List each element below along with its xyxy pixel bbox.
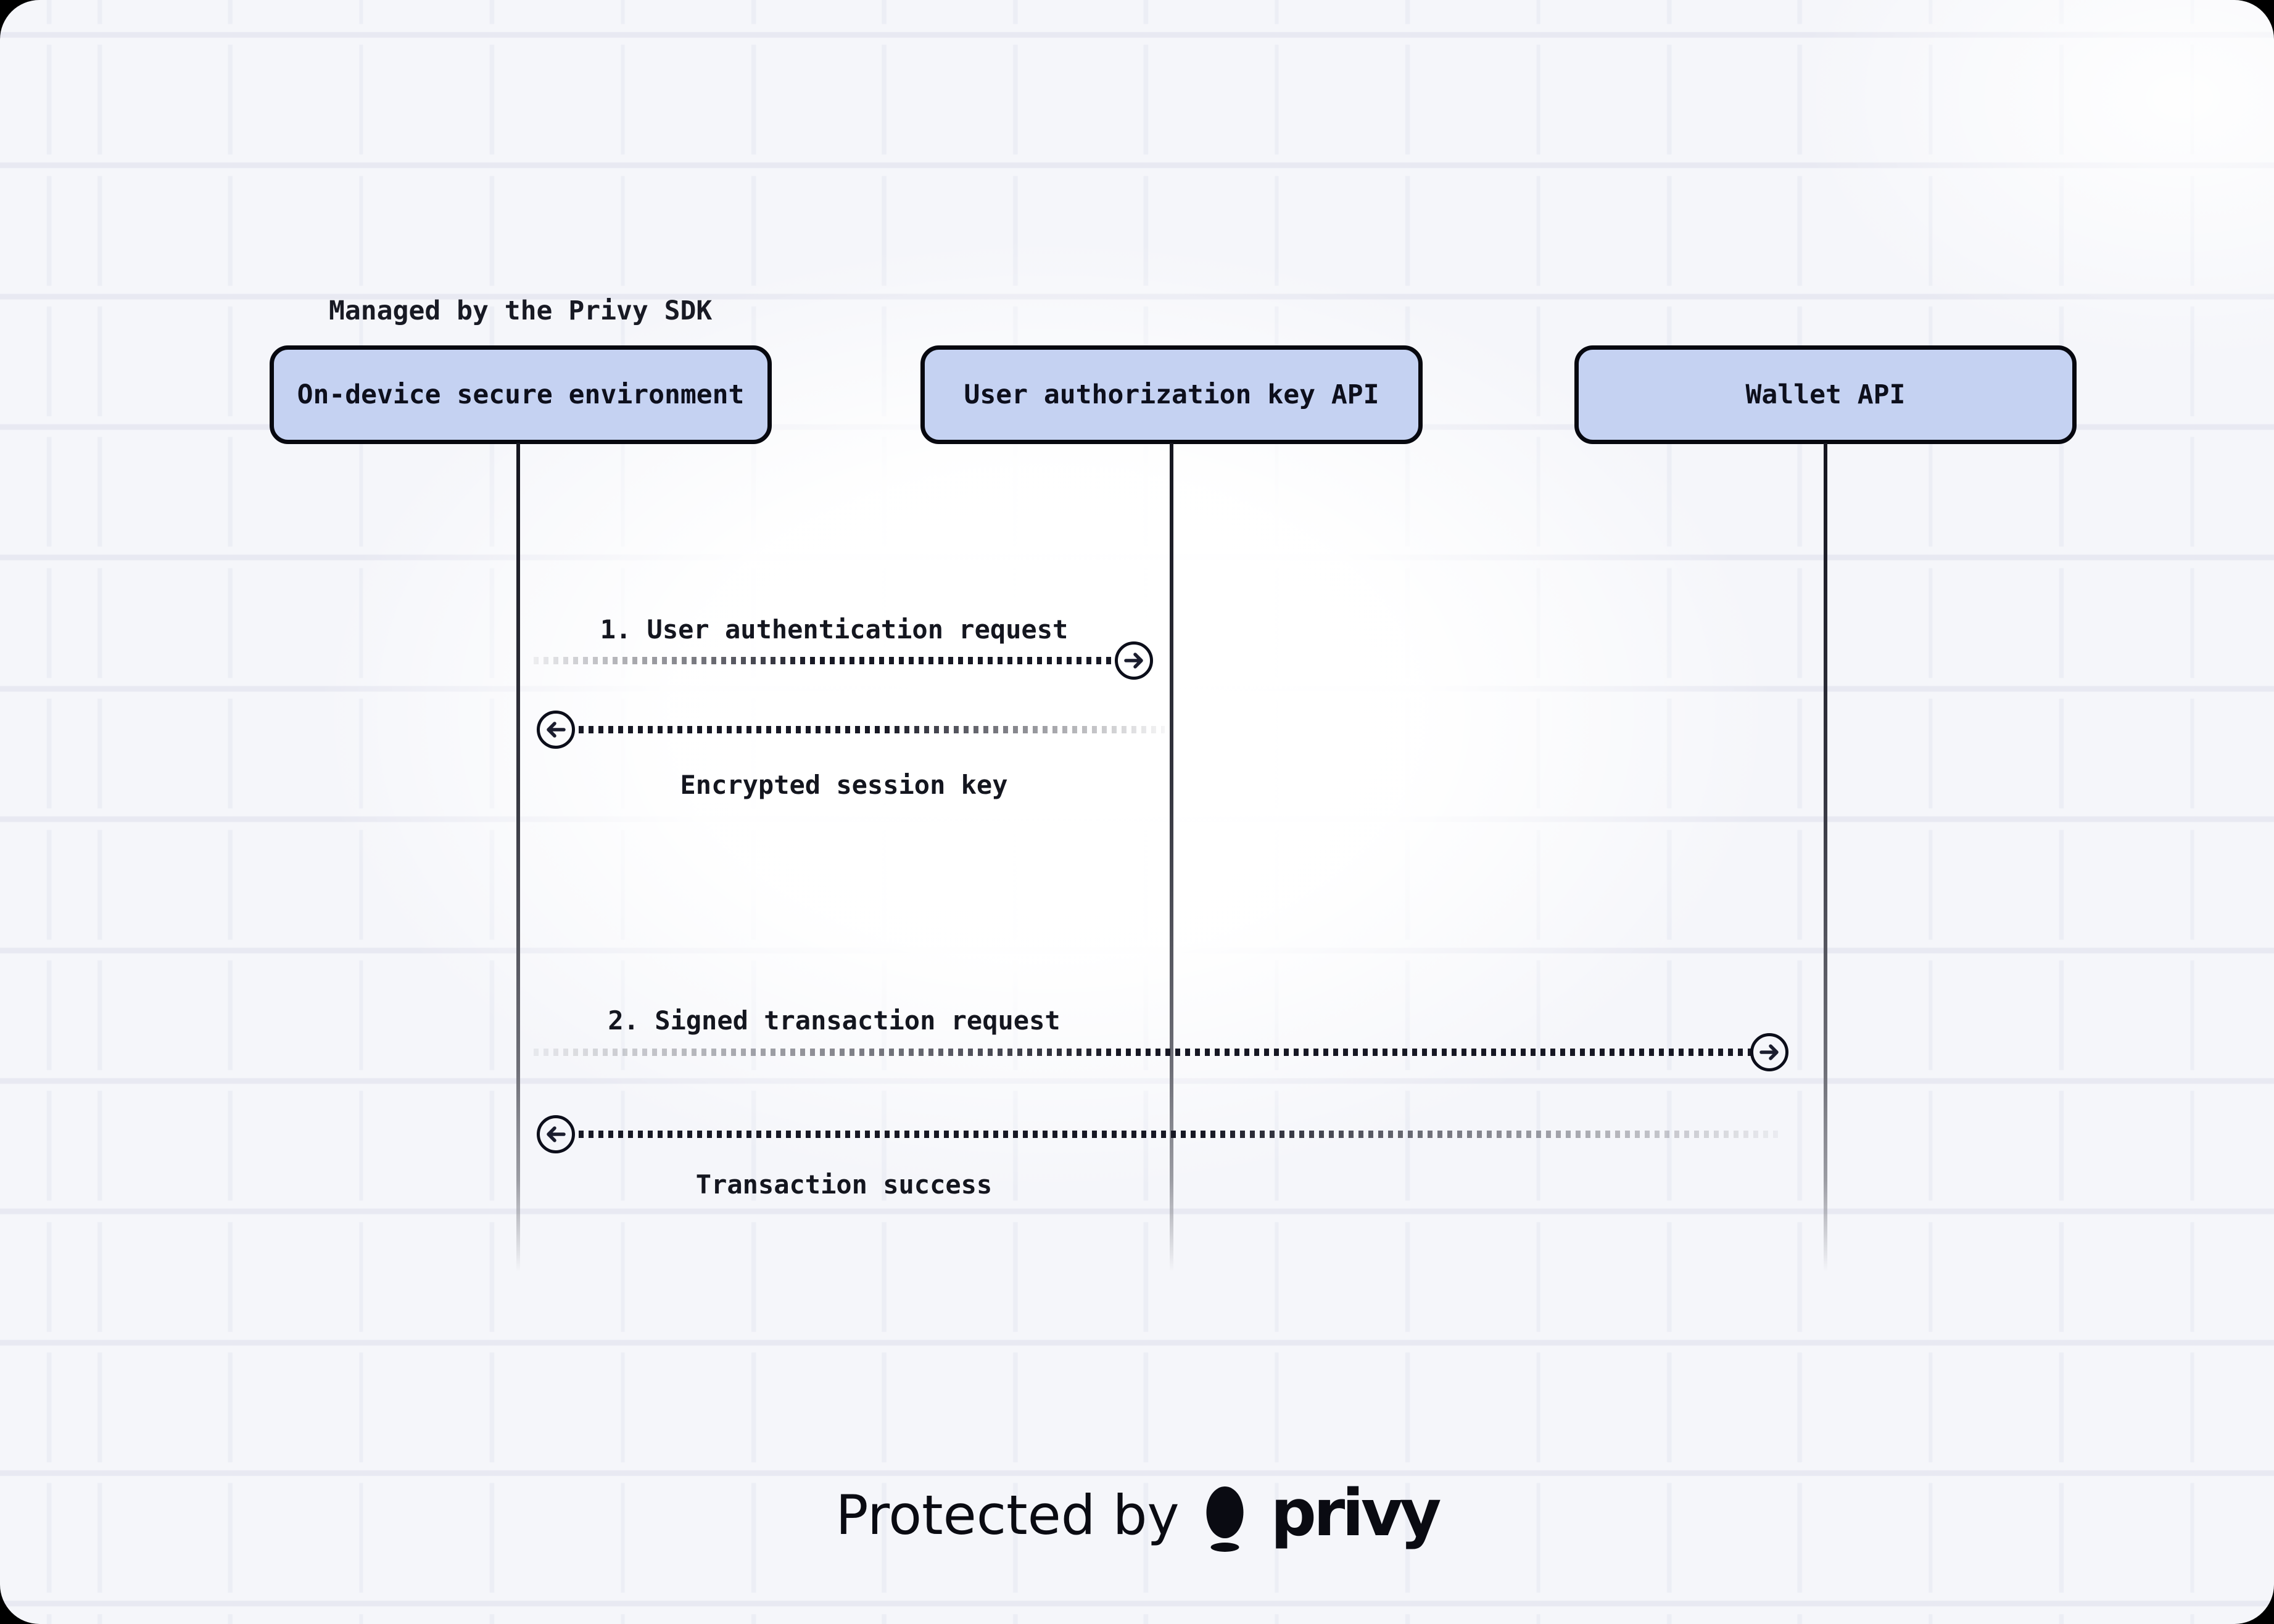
footer: Protected by privy [835,1475,1442,1552]
privy-logo-head [1206,1486,1244,1538]
privy-logo-base [1210,1543,1239,1552]
message-label: Transaction success [695,1169,993,1200]
actor-box-user-auth-key-api: User authorization key API [920,345,1423,444]
dashed-line [579,1131,1782,1138]
dashed-line [534,657,1114,664]
dashed-line [579,726,1165,733]
privy-logo-icon [1206,1486,1244,1552]
arrow-right-circle-icon [1115,641,1153,680]
actor-label: User authorization key API [964,379,1379,410]
lifeline-on-device [516,443,520,1280]
message-label: Encrypted session key [680,770,1008,800]
message-label: 2. Signed transaction request [608,1005,1061,1036]
arrow-left-circle-icon [537,1115,575,1153]
actor-box-wallet-api: Wallet API [1574,345,2077,444]
protected-by-text: Protected by [835,1483,1180,1547]
message-label: 1. User authentication request [600,614,1069,645]
arrow-left-circle-icon [537,711,575,749]
privy-wordmark: privy [1270,1475,1442,1551]
managed-by-label: Managed by the Privy SDK [329,295,713,326]
actor-label: Wallet API [1745,379,1906,410]
dashed-line [534,1049,1752,1056]
lifeline-wallet-api [1824,443,1827,1280]
arrow-right-circle-icon [1750,1033,1788,1071]
actor-box-on-device: On-device secure environment [270,345,772,444]
lifeline-user-auth-key-api [1170,443,1173,1280]
actor-label: On-device secure environment [297,379,745,410]
